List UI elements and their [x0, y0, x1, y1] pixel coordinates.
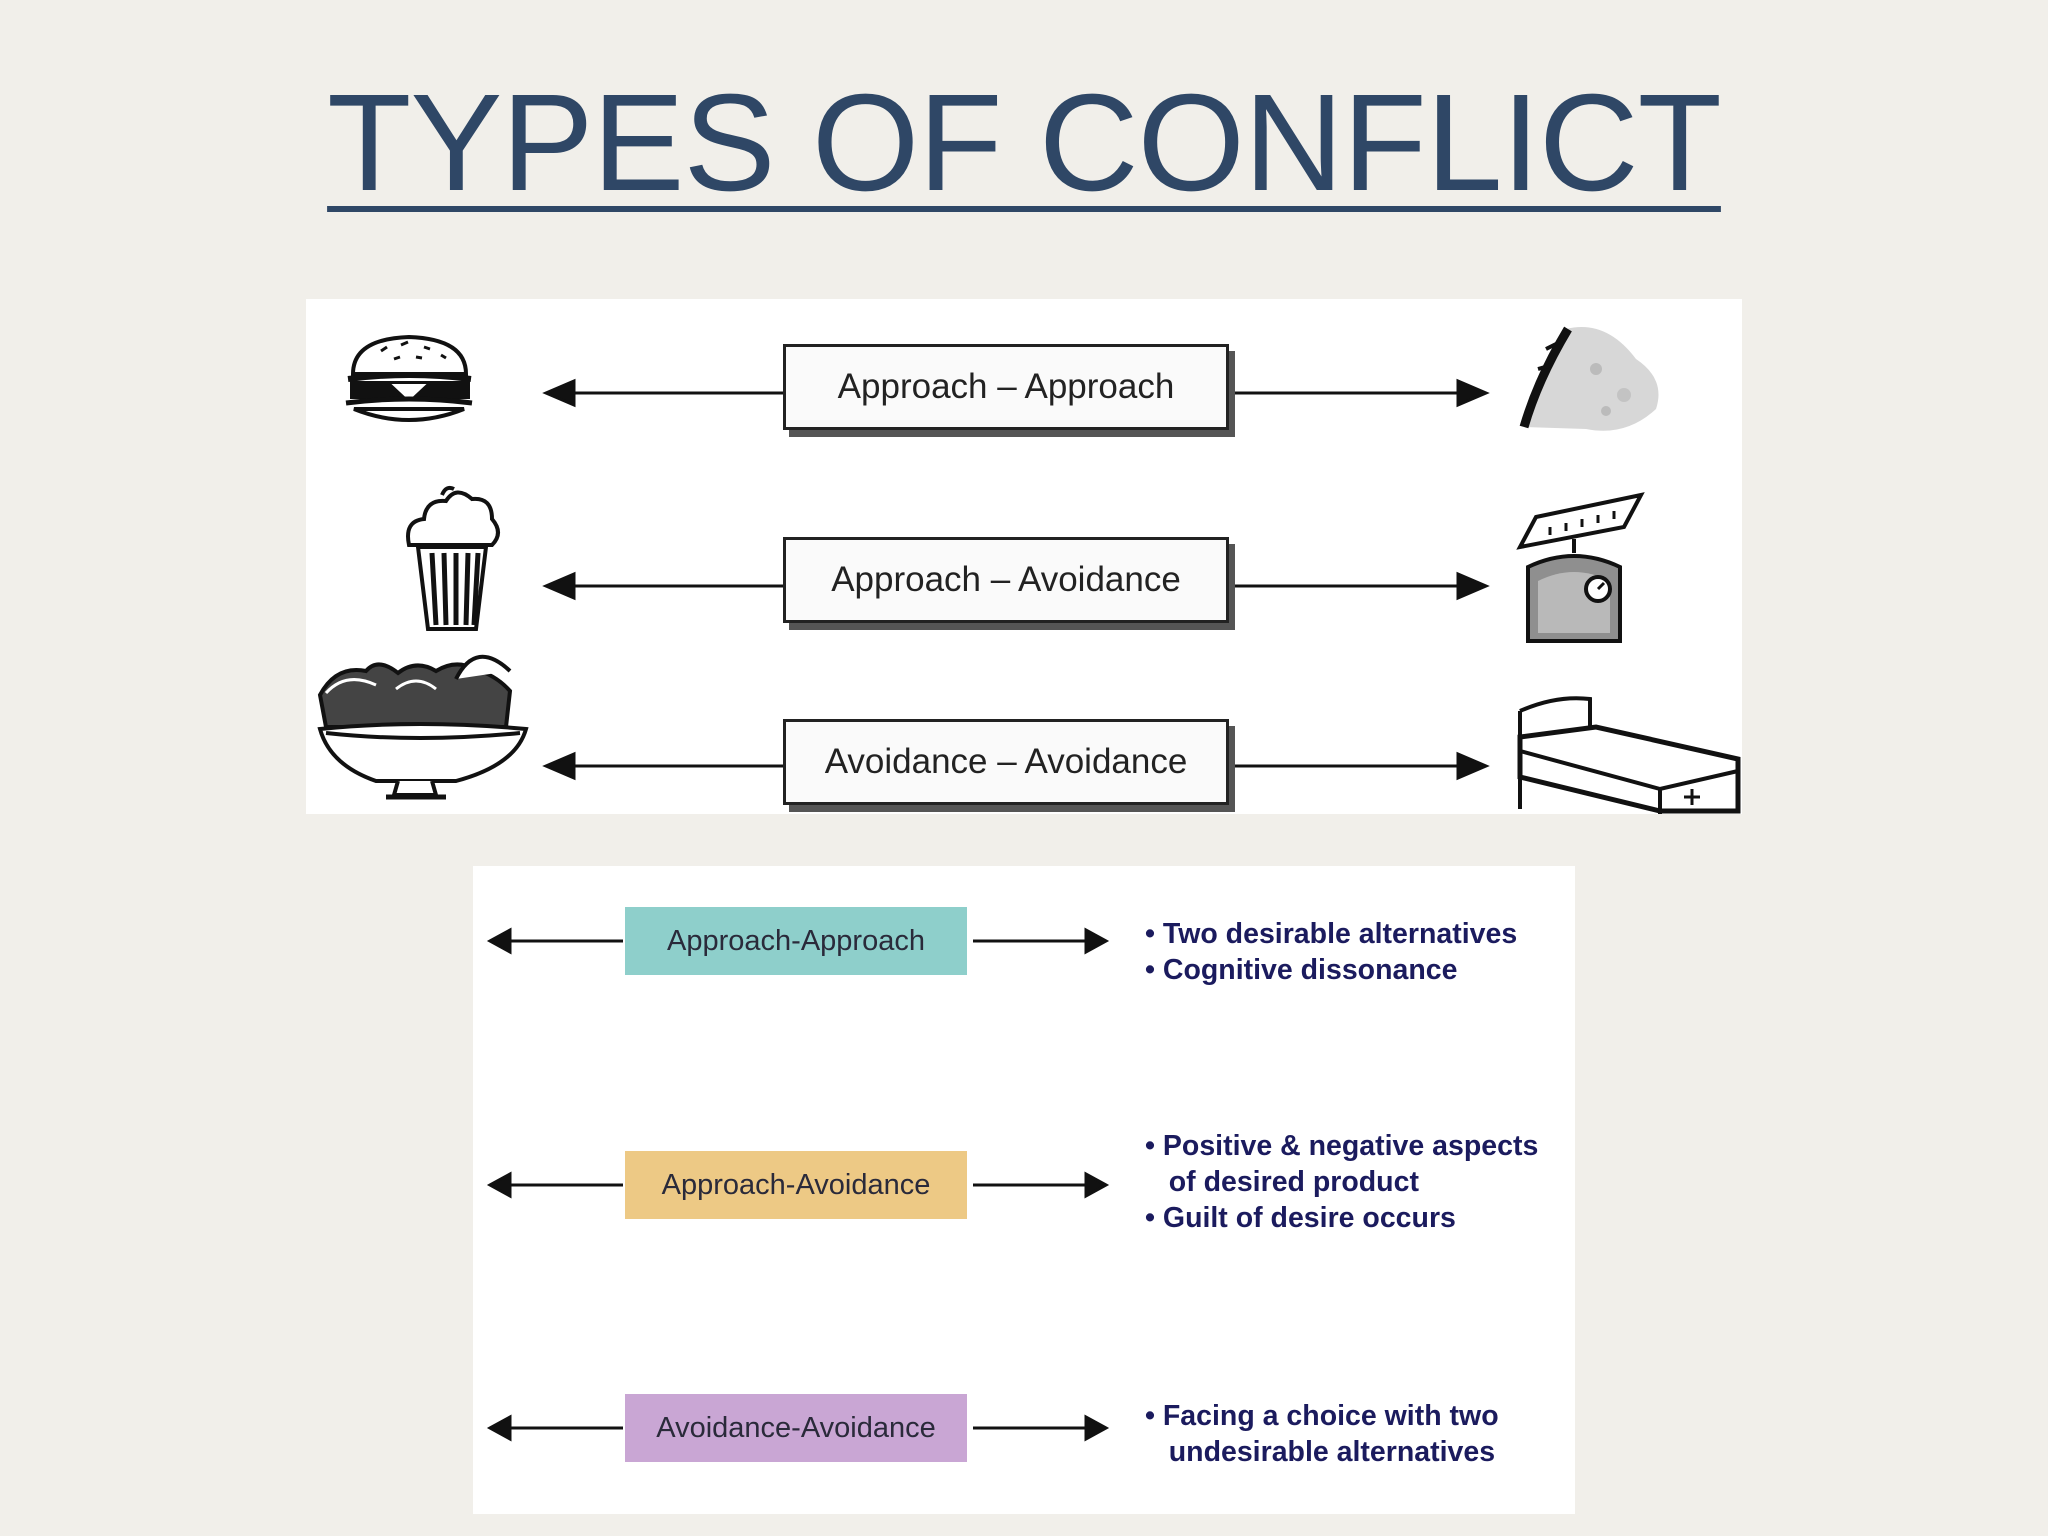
avoidance-avoidance-tag: Avoidance-Avoidance [625, 1394, 967, 1462]
note-line: • Cognitive dissonance [1145, 954, 1458, 986]
avoidance-avoidance-tag-label: Avoidance-Avoidance [656, 1412, 936, 1444]
approach-avoidance-tag-label: Approach-Avoidance [661, 1169, 931, 1201]
approach-avoidance-label: Approach – Avoidance [831, 560, 1181, 599]
note-line: • Guilt of desire occurs [1145, 1202, 1456, 1234]
approach-avoidance-box: Approach – Avoidance [783, 537, 1229, 623]
approach-approach-label: Approach – Approach [837, 367, 1175, 406]
slide-title-text: TYPES OF CONFLICT [327, 66, 1722, 220]
pizza-slice-icon [1519, 326, 1659, 431]
note-line: • Facing a choice with two [1145, 1400, 1499, 1432]
slide-title: TYPES OF CONFLICT [0, 68, 2048, 218]
avoidance-avoidance-box: Avoidance – Avoidance [783, 719, 1229, 805]
sundae-icon [406, 485, 500, 631]
approach-avoidance-notes: • Positive & negative aspects of desired… [1145, 1128, 1538, 1236]
top-diagram-panel: Approach – Approach Approach – Avoidance… [306, 299, 1742, 814]
note-line: • Two desirable alternatives [1145, 918, 1518, 950]
fruit-bowl-icon [317, 654, 529, 800]
note-line: • Positive & negative aspects [1145, 1130, 1539, 1162]
avoidance-avoidance-label: Avoidance – Avoidance [824, 742, 1188, 781]
hospital-bed-icon [1517, 696, 1741, 814]
top-diagram-arrows [542, 378, 1490, 781]
weighing-scale-icon [1516, 492, 1645, 643]
approach-approach-tag-label: Approach-Approach [667, 925, 925, 957]
approach-avoidance-tag: Approach-Avoidance [625, 1151, 967, 1219]
bottom-diagram-panel: Approach-Approach Approach-Avoidance Avo… [473, 866, 1575, 1514]
approach-approach-tag: Approach-Approach [625, 907, 967, 975]
approach-approach-notes: • Two desirable alternatives • Cognitive… [1145, 916, 1517, 988]
bottom-diagram-arrows [486, 927, 1110, 1442]
note-line: of desired product [1145, 1166, 1419, 1198]
hamburger-icon [345, 334, 473, 422]
note-line: undesirable alternatives [1145, 1436, 1496, 1468]
approach-approach-box: Approach – Approach [783, 344, 1229, 430]
avoidance-avoidance-notes: • Facing a choice with two undesirable a… [1145, 1398, 1499, 1470]
